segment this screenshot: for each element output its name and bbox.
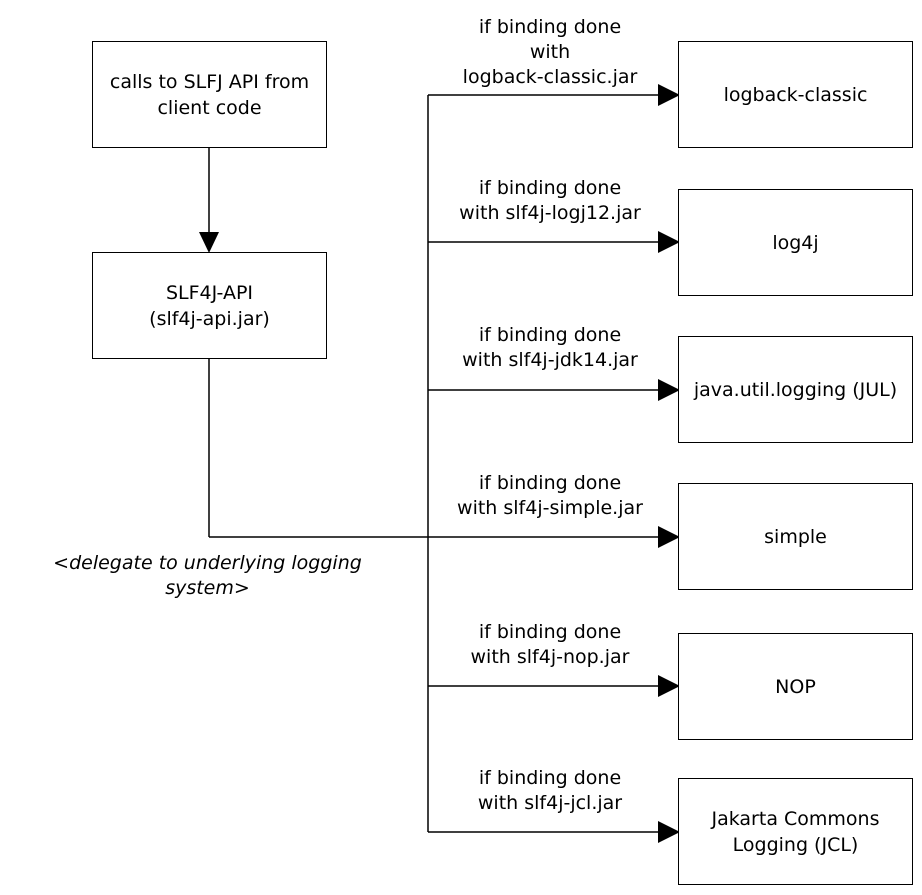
binding-condition-nop: if binding done with slf4j-nop.jar <box>470 621 630 668</box>
log4j-box: log4j <box>678 189 913 296</box>
binding-condition-jcl: if binding done with slf4j-jcl.jar <box>477 767 623 814</box>
binding-condition-logback: if binding done with logback-classic.jar <box>462 16 638 88</box>
nop-box: NOP <box>678 633 913 740</box>
arrowhead-logback <box>658 84 680 106</box>
arrowhead-simple <box>658 526 680 548</box>
arrowhead-nop <box>658 675 680 697</box>
slf4j-api-box: SLF4J-API (slf4j-api.jar) <box>92 252 327 359</box>
client-to-api-arrowhead <box>199 232 219 253</box>
delegate-note: <delegate to underlying logging system> <box>53 552 362 599</box>
arrowhead-log4j <box>658 231 680 253</box>
client-code-box: calls to SLFJ API from client code <box>92 41 327 148</box>
jul-box: java.util.logging (JUL) <box>678 336 913 443</box>
logback-classic-box: logback-classic <box>678 41 913 148</box>
arrowhead-jcl <box>658 821 680 843</box>
arrowhead-jul <box>658 379 680 401</box>
jcl-box: Jakarta Commons Logging (JCL) <box>678 778 913 885</box>
binding-condition-log4j: if binding done with slf4j-logj12.jar <box>459 177 641 224</box>
simple-box: simple <box>678 483 913 590</box>
binding-condition-jul: if binding done with slf4j-jdk14.jar <box>462 324 638 371</box>
binding-condition-simple: if binding done with slf4j-simple.jar <box>457 472 643 519</box>
